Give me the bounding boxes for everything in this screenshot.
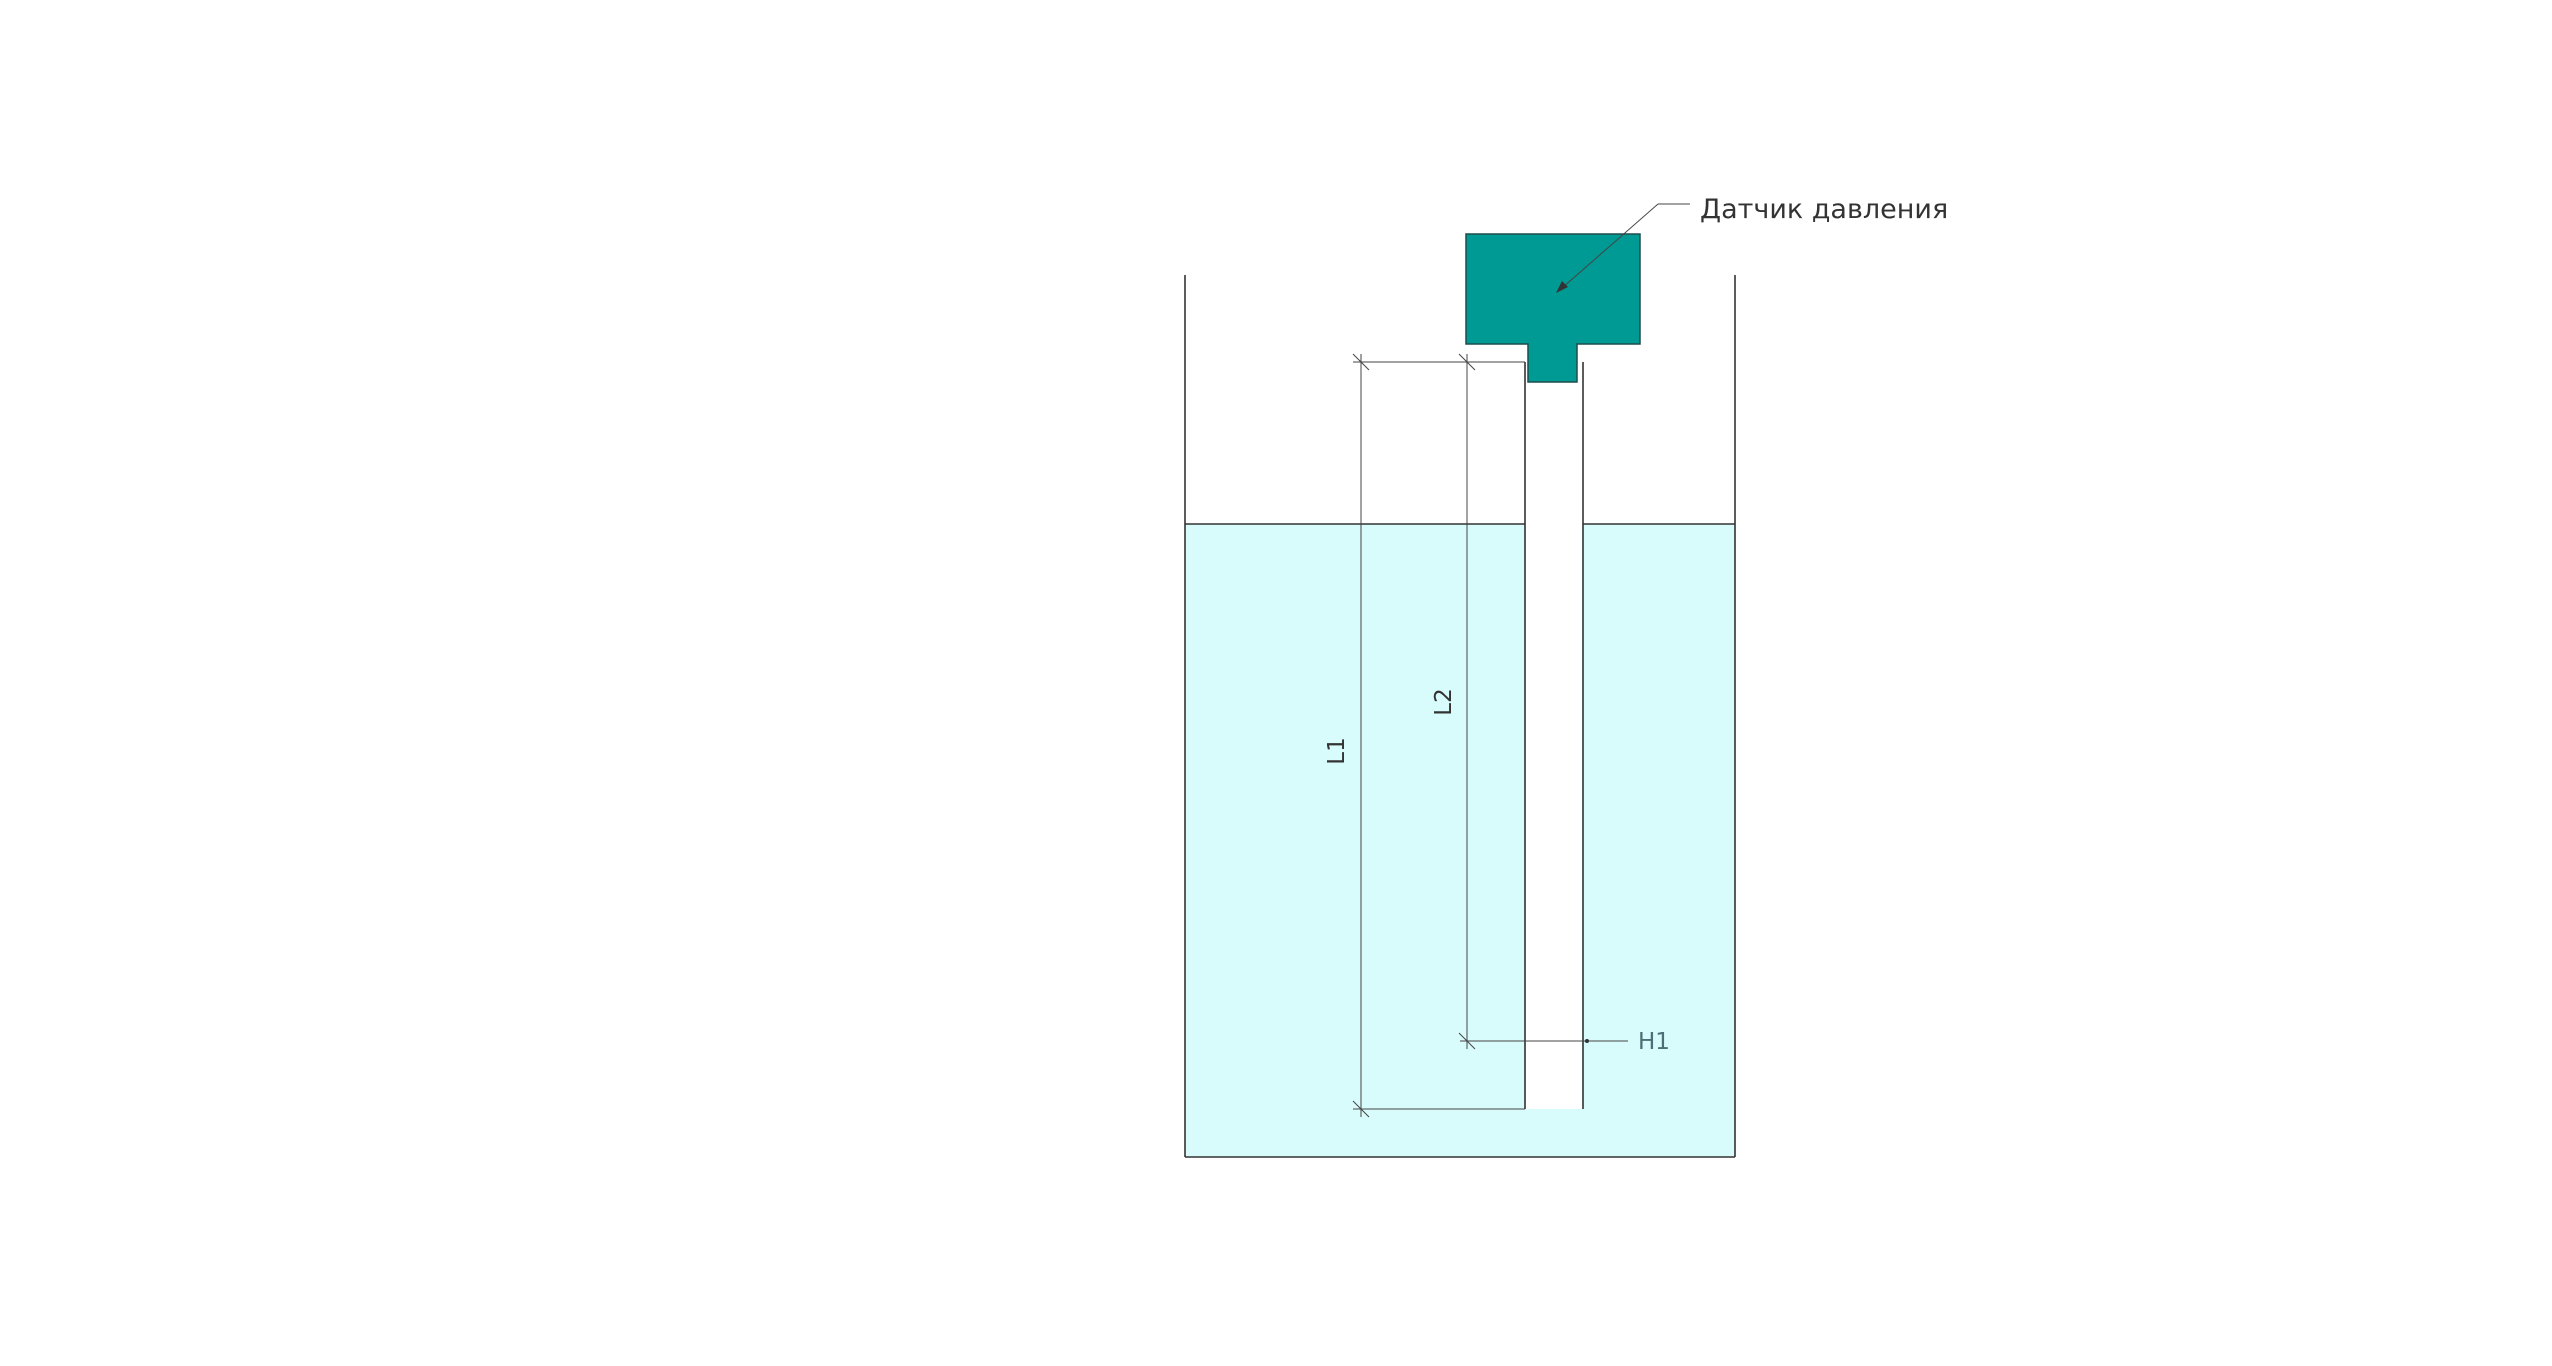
- sensor-leader-arrow: [1556, 281, 1568, 293]
- l2-tick-bottom: [1458, 1032, 1476, 1050]
- h1-label: H1: [1638, 1029, 1670, 1055]
- l2-tick-top: [1458, 353, 1476, 371]
- sensor-label: Датчик давления: [1700, 194, 1948, 225]
- h1-marker-dot: [1585, 1039, 1589, 1043]
- pressure-sensor: [1465, 233, 1641, 383]
- l1-tick-bottom: [1352, 1100, 1370, 1118]
- pipe-interior: [1526, 524, 1582, 1109]
- l1-tick-top: [1352, 353, 1370, 371]
- l2-label: L2: [1431, 688, 1457, 715]
- liquid-fill: [1185, 524, 1735, 1157]
- l1-label: L1: [1324, 737, 1350, 764]
- sensor-leader-diagonal: [1561, 203, 1659, 289]
